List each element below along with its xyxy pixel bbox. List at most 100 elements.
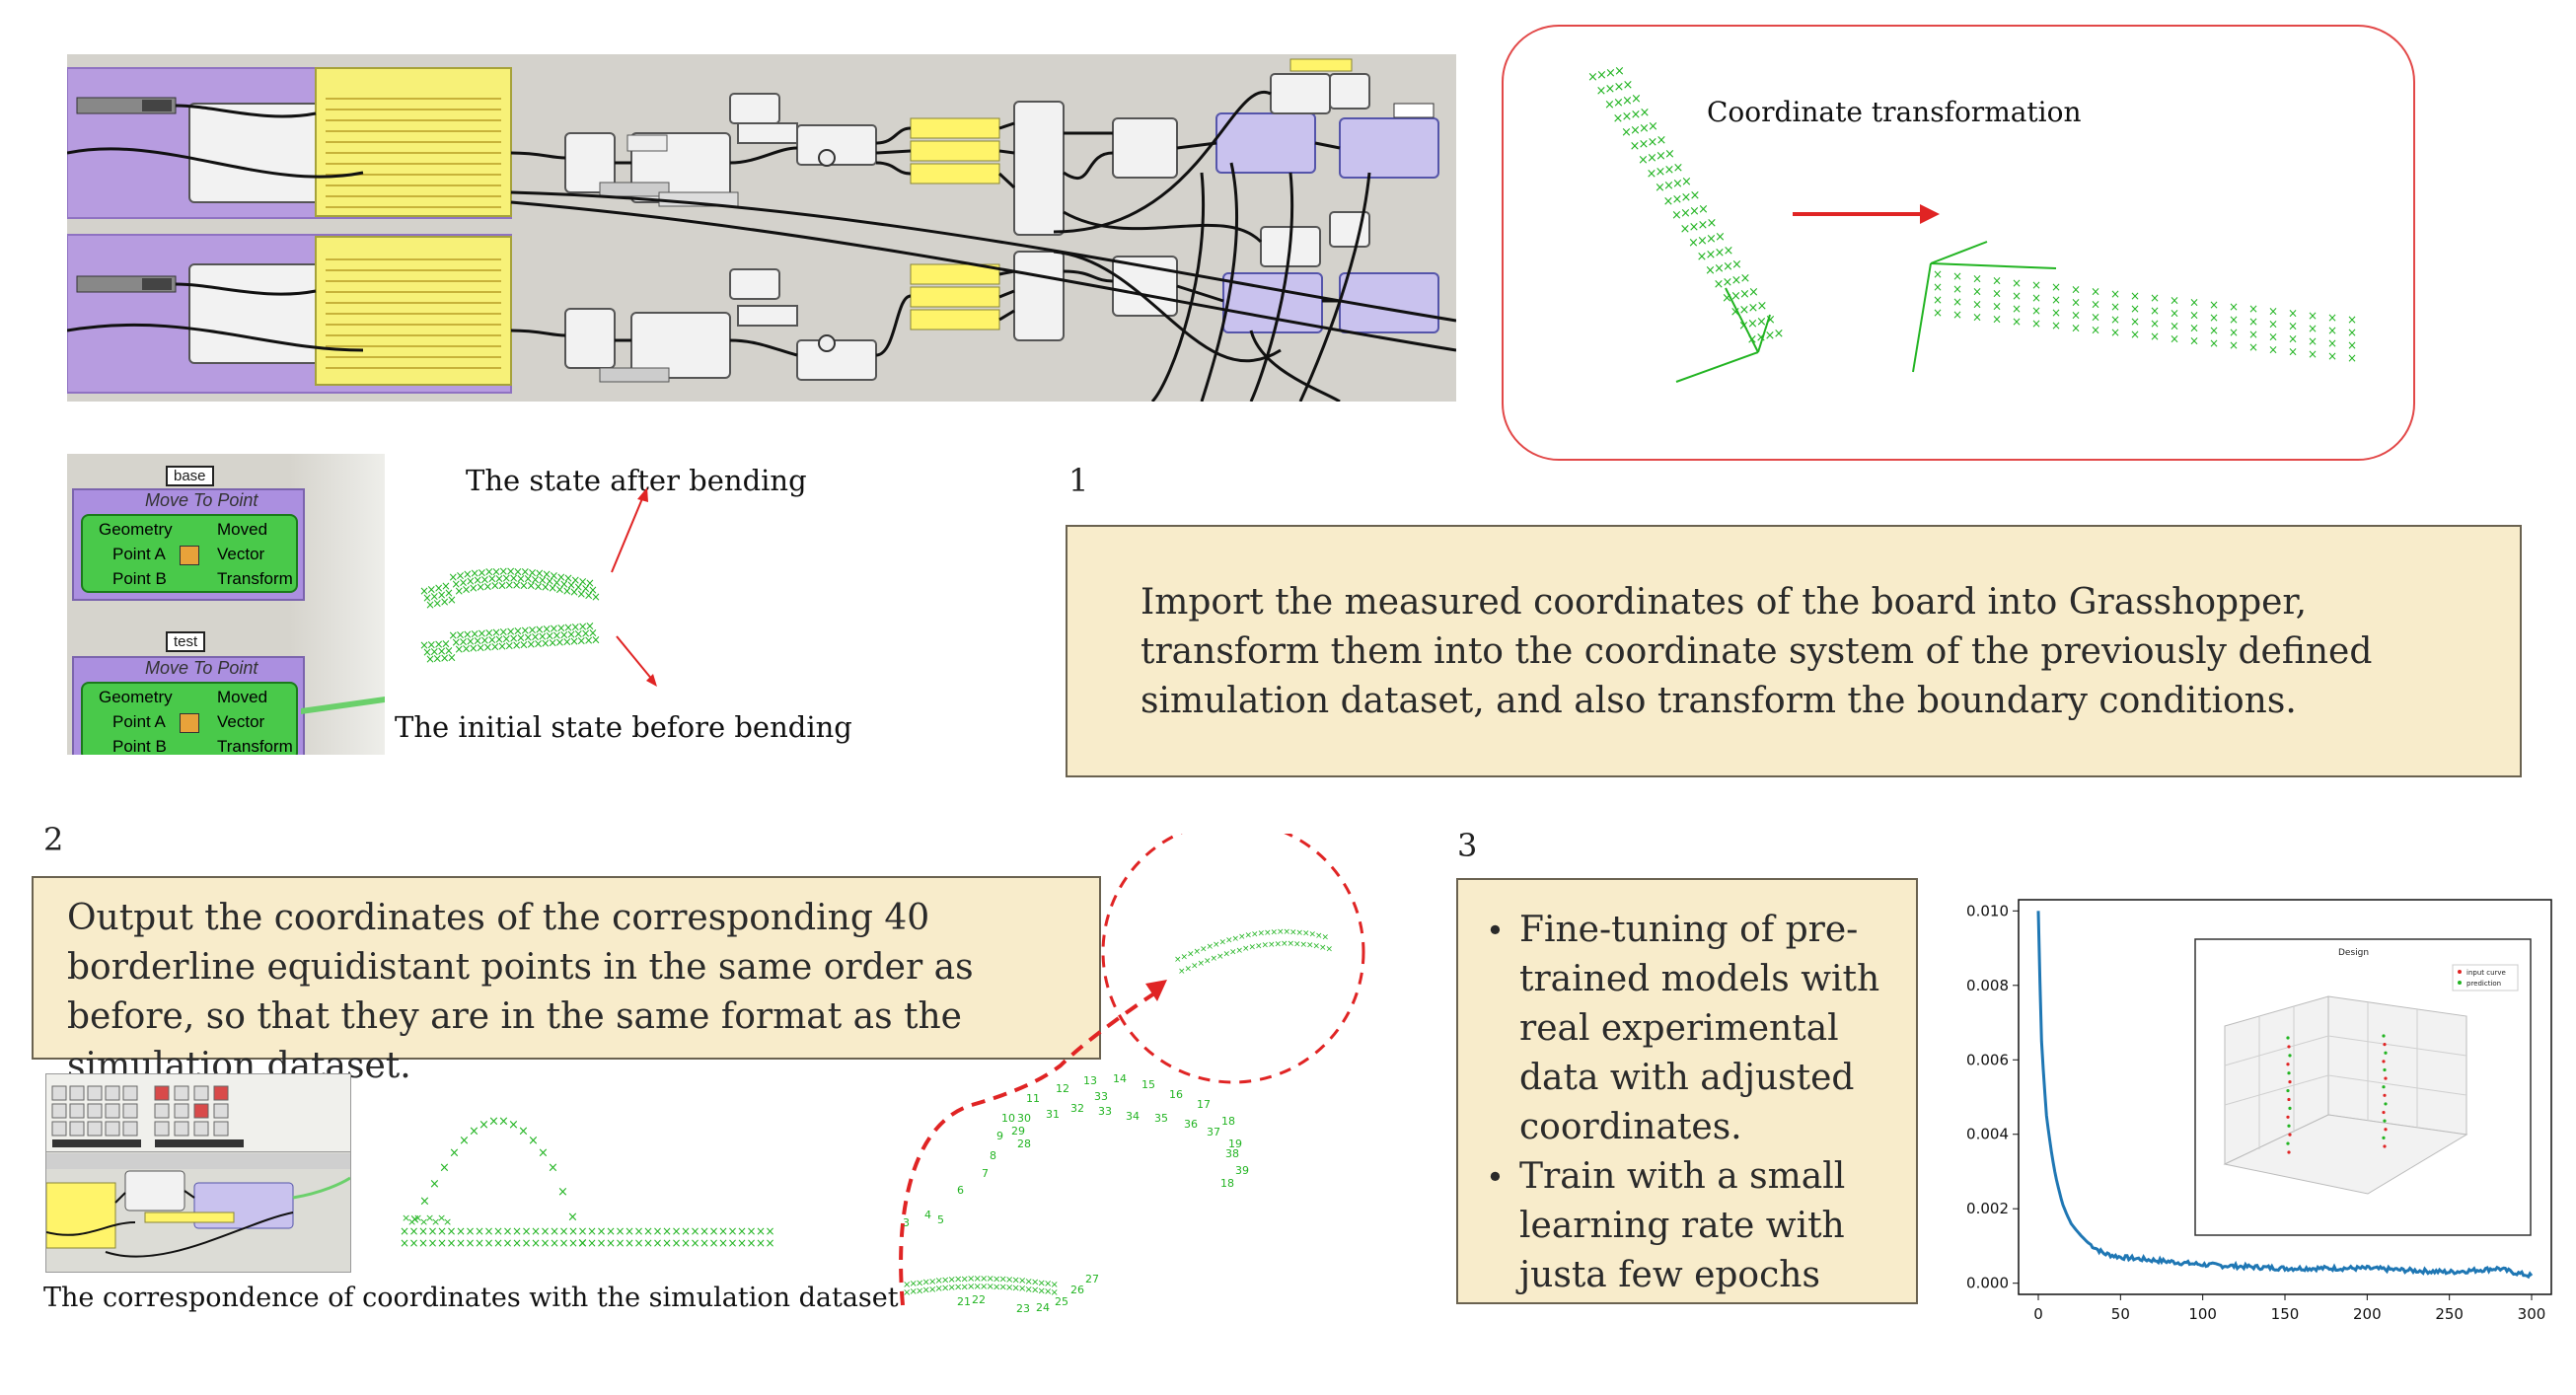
point-marker: ×	[709, 1224, 719, 1238]
point-marker: ×	[1952, 269, 1962, 283]
point-marker: ×	[585, 576, 595, 590]
point-index-label: 18	[1220, 1177, 1234, 1190]
inset-point	[2287, 1045, 2291, 1049]
y-tick-label: 0.010	[1966, 902, 2009, 919]
point-marker: ×	[559, 1236, 569, 1250]
point-marker: ×	[429, 1177, 440, 1192]
move-to-point-component[interactable]: Geometry Point A Point B Moved Vector Tr…	[81, 682, 298, 755]
point-marker: ×	[1216, 952, 1224, 962]
point-index-label: 25	[1055, 1295, 1068, 1308]
input-point-a[interactable]: Point A	[112, 545, 166, 563]
point-marker: ×	[409, 1212, 420, 1227]
point-marker: ×	[447, 1224, 457, 1238]
output-moved[interactable]: Moved	[217, 520, 268, 539]
point-marker: ×	[616, 1236, 626, 1250]
point-marker: ×	[512, 578, 522, 592]
point-marker: ×	[498, 564, 508, 578]
move-to-point-canvas: Move To Point Geometry Point A Point B M…	[67, 454, 385, 755]
point-marker: ×	[1613, 96, 1624, 110]
point-marker: ×	[1689, 220, 1700, 235]
point-marker: ×	[482, 579, 492, 593]
point-marker: ×	[444, 586, 454, 600]
point-marker: ×	[1245, 931, 1253, 941]
point-marker: ×	[504, 639, 514, 653]
point-marker: ×	[1284, 927, 1291, 937]
bending-figure: ××××××××××××××××××××××××××××××××××××××××…	[419, 487, 657, 687]
point-marker: ×	[1614, 80, 1625, 95]
point-marker: ×	[2288, 332, 2298, 346]
point-marker: ×	[463, 627, 473, 641]
point-marker: ×	[903, 1280, 911, 1290]
point-marker: ×	[1313, 942, 1321, 952]
move-to-point-block-base[interactable]: Move To Point Geometry Point A Point B M…	[72, 488, 305, 601]
point-marker: ×	[2150, 291, 2160, 305]
point-marker: ×	[1277, 927, 1285, 937]
point-marker: ×	[570, 573, 580, 587]
inset-point	[2384, 1128, 2388, 1132]
point-index-label: 33	[1098, 1105, 1112, 1118]
point-marker: ×	[1181, 952, 1189, 962]
point-marker: ×	[488, 1114, 499, 1129]
point-marker: ×	[479, 633, 489, 647]
point-marker: ×	[1730, 289, 1741, 304]
point-index-label: 38	[1225, 1147, 1239, 1160]
point-marker: ×	[422, 591, 432, 605]
point-marker: ×	[2288, 345, 2298, 359]
point-marker: ×	[625, 1236, 634, 1250]
loss-series-line	[2036, 911, 2534, 1280]
point-marker: ×	[456, 1224, 466, 1238]
point-marker: ×	[437, 644, 447, 658]
move-to-point-block-test[interactable]: Move To Point Geometry Point A Point B M…	[72, 656, 305, 755]
move-to-point-component[interactable]: Geometry Point A Point B Moved Vector Tr…	[81, 514, 298, 593]
point-marker: ×	[409, 1236, 419, 1250]
output-transform[interactable]: Transform	[217, 737, 293, 755]
point-marker: ×	[1647, 151, 1657, 166]
input-point-a[interactable]: Point A	[112, 712, 166, 731]
point-marker: ×	[431, 1215, 440, 1228]
input-point-b[interactable]: Point B	[112, 737, 167, 755]
point-marker: ×	[513, 564, 523, 578]
point-marker: ×	[1044, 1286, 1052, 1297]
step-3-note: • Fine-tuning of pre-trained models with…	[1456, 878, 1918, 1304]
point-index-label: 27	[1085, 1273, 1099, 1285]
point-marker: ×	[581, 581, 591, 595]
point-marker: ×	[1673, 161, 1684, 176]
point-marker: ×	[576, 587, 586, 601]
inset-point	[2383, 1067, 2387, 1072]
inset-point	[2382, 1136, 2386, 1139]
point-marker: ×	[2209, 311, 2219, 325]
point-marker: ×	[1236, 946, 1244, 956]
point-marker: ×	[1706, 248, 1717, 262]
point-index-label: 34	[1126, 1110, 1140, 1123]
point-marker: ×	[526, 637, 536, 651]
point-marker: ×	[425, 652, 435, 666]
point-marker: ×	[1174, 955, 1182, 965]
input-geometry[interactable]: Geometry	[99, 520, 173, 539]
point-marker: ×	[548, 581, 557, 595]
point-index-label: 18	[1221, 1115, 1235, 1128]
point-marker: ×	[1623, 78, 1634, 93]
point-index-label: 5	[937, 1213, 944, 1226]
inset-point	[2287, 1150, 2291, 1154]
point-marker: ×	[1200, 945, 1208, 955]
point-marker: ×	[437, 1211, 446, 1224]
point-marker: ×	[402, 1211, 410, 1224]
point-marker: ×	[469, 641, 478, 655]
point-marker: ×	[1219, 938, 1227, 948]
point-marker: ×	[503, 1224, 513, 1238]
output-transform[interactable]: Transform	[217, 569, 293, 588]
inset-3d-plot: Design input curve prediction	[2194, 938, 2532, 1236]
point-marker: ×	[2170, 331, 2179, 345]
output-vector[interactable]: Vector	[217, 545, 265, 563]
output-moved[interactable]: Moved	[217, 688, 268, 706]
point-marker: ×	[1765, 329, 1776, 343]
point-marker: ×	[1613, 111, 1624, 126]
input-geometry[interactable]: Geometry	[99, 688, 173, 706]
point-marker: ×	[498, 625, 508, 639]
point-index-label: 35	[1154, 1112, 1168, 1125]
point-marker: ×	[498, 1114, 509, 1129]
point-marker: ×	[2189, 309, 2199, 323]
point-marker: ×	[522, 1236, 532, 1250]
input-point-b[interactable]: Point B	[112, 569, 167, 588]
output-vector[interactable]: Vector	[217, 712, 265, 731]
